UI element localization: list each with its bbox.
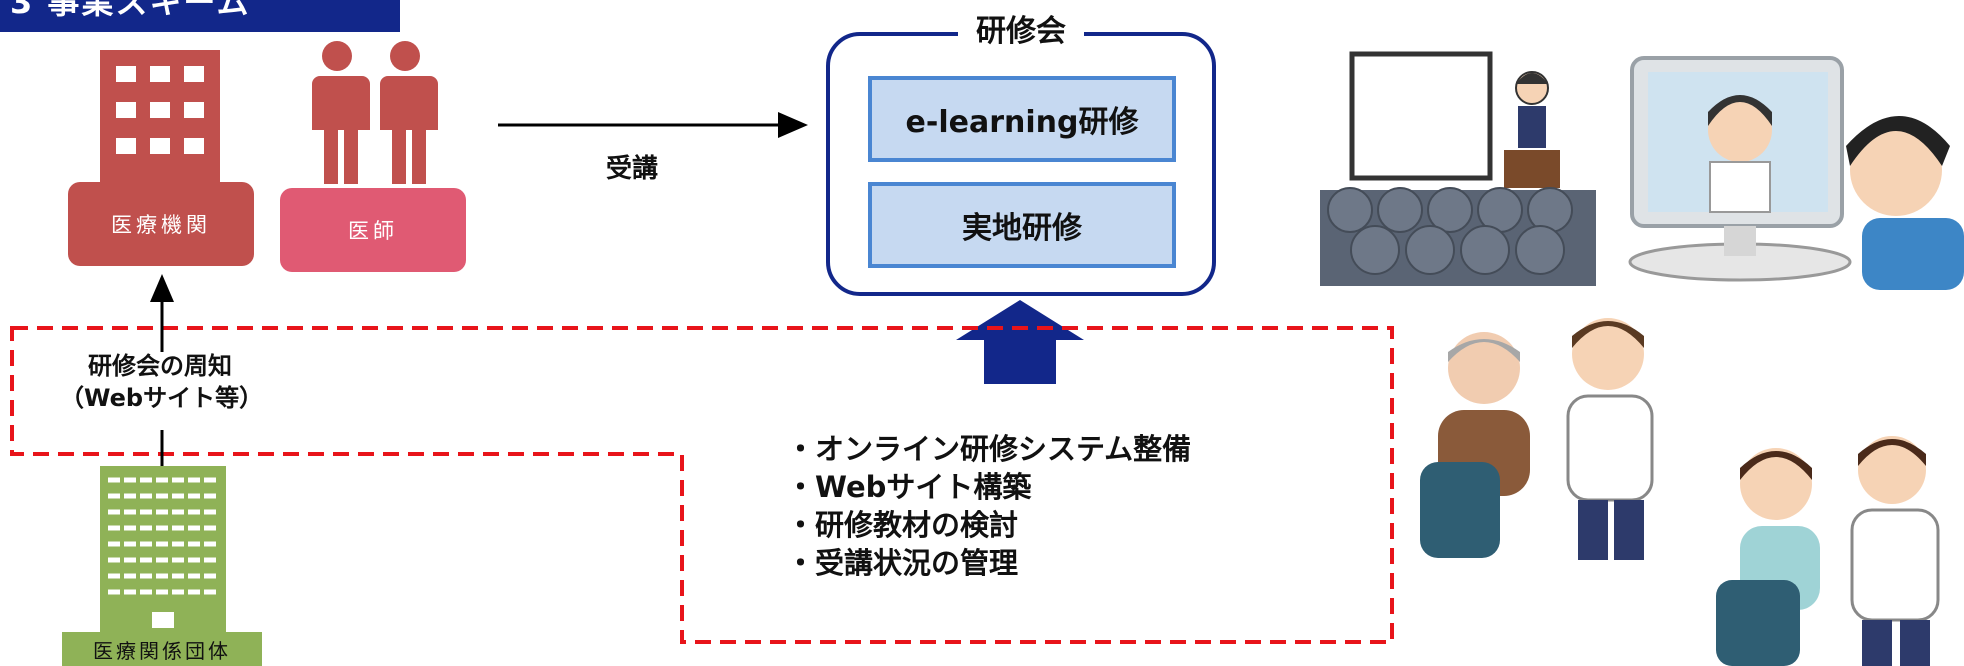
support-up-arrow — [956, 300, 1084, 384]
training-title: 研修会 — [958, 14, 1084, 49]
scheme-item: ・Webサイト構築 — [786, 470, 1032, 504]
lecture-illustration — [1320, 51, 1596, 286]
attend-arrow — [498, 112, 808, 138]
project-scope-boundary — [10, 326, 1394, 644]
doctor-box: 医師 — [280, 188, 466, 272]
consultation-illustration — [1420, 318, 1654, 560]
section-title: 3 事業スキーム — [10, 0, 251, 21]
online-training-illustration — [1628, 56, 1964, 290]
scheme-item: ・オンライン研修システム整備 — [786, 432, 1192, 466]
training-item-elearning: e-learning研修 — [868, 76, 1176, 162]
training-item-onsite: 実地研修 — [868, 182, 1176, 268]
scheme-list: ・オンライン研修システム整備 ・Webサイト構築 ・研修教材の検討 ・受講状況の… — [786, 430, 1191, 582]
training-title-wrap: 研修会 — [826, 6, 1216, 50]
notice-label: 研修会の周知 （Webサイト等） — [60, 352, 264, 412]
association-building-icon — [100, 466, 226, 636]
attend-label: 受講 — [606, 154, 659, 184]
medical-institution-box: 医療機関 — [68, 182, 254, 266]
medical-association-label: 医療関係団体 — [93, 638, 231, 663]
examination-illustration — [1716, 436, 1940, 666]
doctor-label: 医師 — [348, 219, 398, 243]
scheme-item: ・研修教材の検討 — [786, 508, 1019, 542]
medical-association-box: 医療関係団体 — [62, 632, 262, 666]
doctors-people-icon — [312, 41, 438, 184]
scheme-item: ・受講状況の管理 — [786, 546, 1019, 580]
hospital-building-icon — [100, 50, 220, 190]
notice-arrow — [150, 274, 174, 472]
section-header: 3 事業スキーム — [0, 0, 400, 32]
medical-institution-label: 医療機関 — [111, 213, 211, 237]
